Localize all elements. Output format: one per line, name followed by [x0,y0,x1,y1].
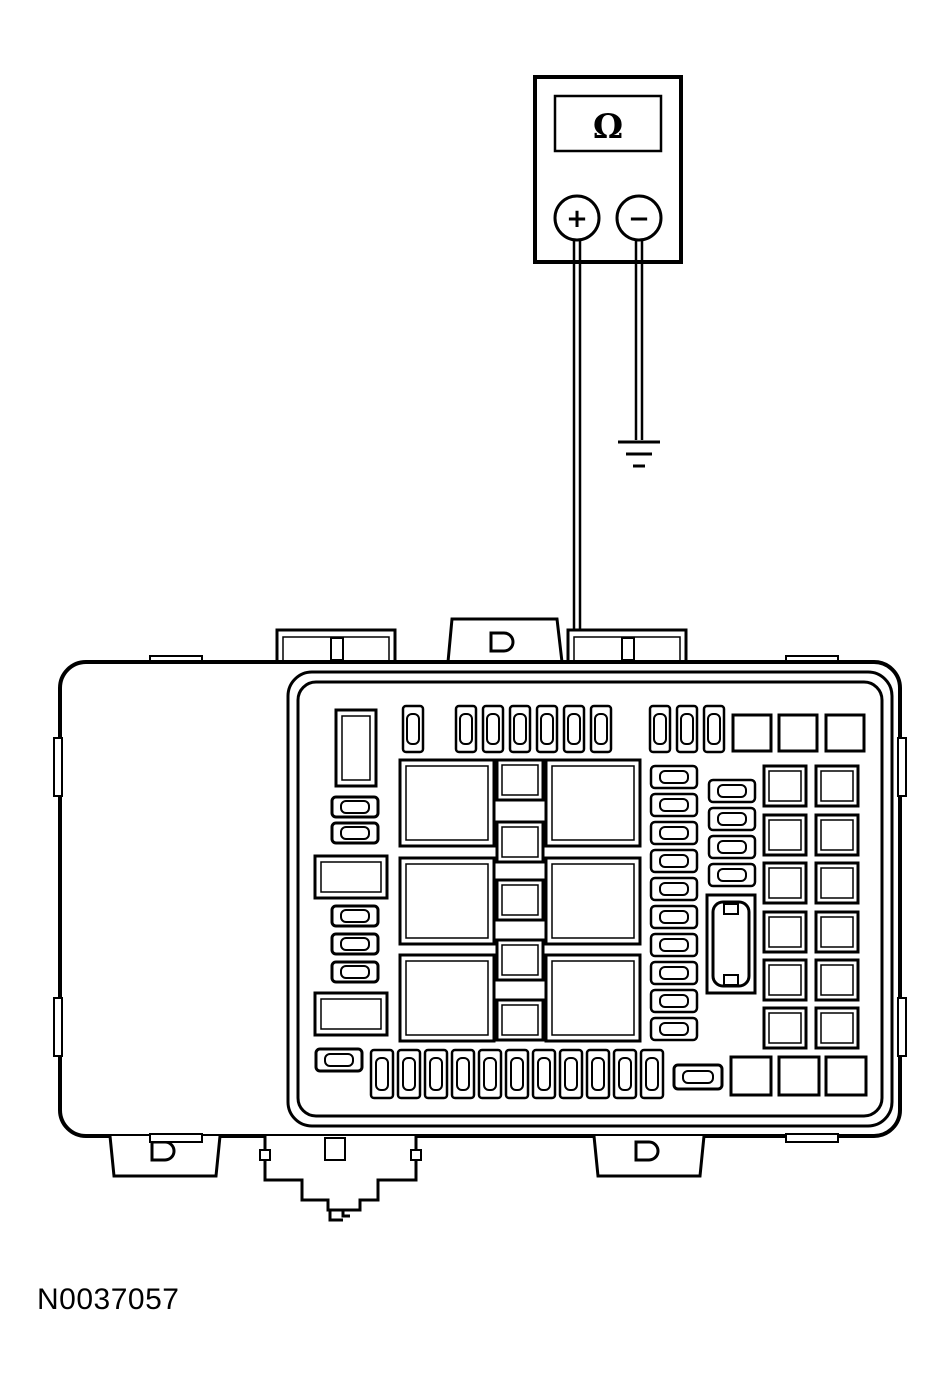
diode-module [705,893,757,995]
figure-id: N0037057 [37,1283,180,1316]
ohm-symbol: Ω [593,107,623,147]
top-connector-left [275,628,397,664]
relay-square [777,713,819,753]
bottom-connector [259,1136,422,1222]
relay-square [729,1055,773,1097]
top-fuse-row [401,704,726,754]
fuse-box [53,617,907,1222]
top-mount-tab-center [446,617,564,663]
right-fuse-column [649,764,699,1042]
bottom-mount-tab-left [108,1135,222,1178]
relay-square [824,713,866,753]
mounting-hole-icon [150,1140,176,1162]
negative-terminal-label: − [628,204,650,234]
ground-icon [618,440,660,468]
ohmmeter: Ω + − [533,75,683,264]
center-small-relays [495,758,545,1042]
negative-terminal [615,194,663,242]
bottom-mount-tab-right [592,1135,706,1178]
relay-square [731,713,773,753]
right-fuse-column-2 [707,778,757,888]
positive-terminal-label: + [566,204,588,234]
mounting-hole-icon [634,1140,660,1162]
meter-display [553,94,663,153]
relay-square [777,1055,821,1097]
relay-square [824,1055,868,1097]
large-relays [398,758,642,1043]
right-relay-grid [762,764,860,1050]
bottom-fuse-row [369,1048,665,1100]
mounting-hole-icon [489,631,515,653]
top-connector-right [566,628,688,664]
positive-terminal [553,194,601,242]
